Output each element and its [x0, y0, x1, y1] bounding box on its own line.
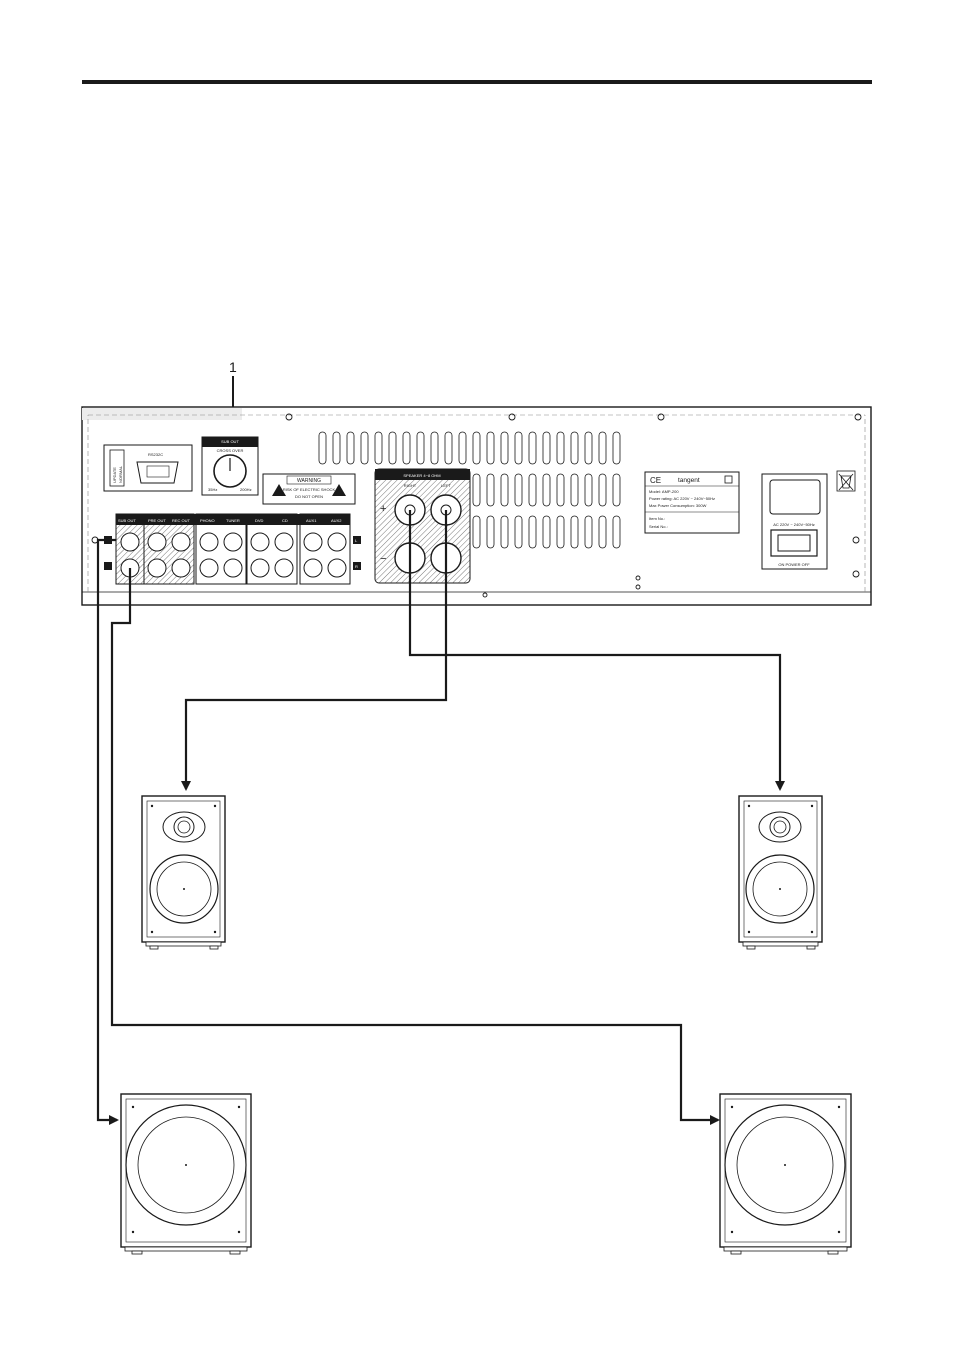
speaker-title: SPEAKER 4~8 OHM [403, 473, 440, 478]
brand-name: tangent [678, 477, 700, 484]
wire-left-speaker [181, 510, 448, 791]
input-label-aux2: AUX2 [331, 518, 342, 523]
max-power-text: Max Power Consumption: 300W [649, 503, 707, 508]
update-label: UPDATE [112, 467, 117, 483]
input-label-dvd: DVD [255, 518, 264, 523]
wiring [96, 510, 785, 1125]
normal-label: NORMAL [118, 465, 123, 483]
ventilation-slots [318, 431, 621, 549]
warning-line1: RISK OF ELECTRIC SHOCK [283, 487, 336, 492]
input-label-tuner: TUNER [226, 518, 240, 523]
input-label-sub-out: SUB OUT [118, 518, 136, 523]
wire-subwoofer-right [110, 568, 720, 1125]
rs232c-label: RS232C [148, 452, 163, 457]
channel-l-label: L [355, 538, 358, 543]
crossover-section: SUB OUT CROSS OVER 35Hz 200Hz [201, 436, 259, 496]
rating-label: CE tangent Model: AMP-200 Power rating: … [644, 471, 740, 534]
lightning-icon [332, 484, 346, 496]
rca-jacks[interactable] [120, 532, 347, 578]
warning-triangle-icon [272, 484, 286, 496]
input-label-phono: PHONO [200, 518, 215, 523]
double-insulation-icon [724, 475, 733, 484]
ac-label: AC 220V ~ 240V~50Hz [773, 522, 815, 527]
input-label-aux1: AUX1 [306, 518, 317, 523]
speaker-terminal-block: SPEAKER 4~8 OHM RIGHT LEFT + − [374, 468, 471, 584]
crossover-min-label: 35Hz [208, 487, 217, 492]
power-label: ON POWER OFF [778, 562, 810, 567]
item-no-text: Item No.: [649, 516, 665, 521]
speaker-right [738, 795, 823, 950]
input-label-rec-out: REC OUT [172, 518, 191, 523]
rca-input-block: SUB OUT PRE OUT REC OUT PHONO TUNER DVD … [104, 513, 361, 585]
channel-r-label: R [355, 564, 358, 569]
terminal-minus: − [380, 553, 386, 565]
ce-mark: CE [650, 476, 661, 485]
crossover-max-label: 200Hz [240, 487, 252, 492]
input-label-pre-out: PRE OUT [148, 518, 166, 523]
wire-right-speaker [408, 510, 785, 791]
warning-title: WARNING [297, 478, 321, 484]
speaker-right-label: RIGHT [404, 483, 417, 488]
amplifier-rear-panel: UPDATE NORMAL RS232C SUB OUT CROSS OVER … [81, 406, 872, 606]
warning-line2: DO NOT OPEN [295, 494, 323, 499]
callout-number: 1 [229, 359, 237, 375]
speaker-left-label: LEFT [441, 483, 451, 488]
sub-out-title: SUB OUT [221, 439, 239, 444]
serial-no-text: Serial No.: [649, 524, 668, 529]
weee-bin-icon [838, 473, 854, 491]
update-rs232c-section: UPDATE NORMAL RS232C [103, 444, 193, 492]
power-rating-text: Power rating: AC 220V ~ 240V~50Hz [649, 496, 715, 501]
crossover-title: CROSS OVER [217, 448, 244, 453]
wire-subwoofer-left [96, 538, 119, 1125]
subwoofer-left [120, 1093, 252, 1255]
power-section: AC 220V ~ 240V~50Hz ON POWER OFF [761, 470, 856, 570]
input-label-cd: CD [282, 518, 288, 523]
panel-screws [91, 413, 862, 598]
update-switch[interactable] [109, 449, 125, 487]
ac-inlet[interactable] [769, 479, 821, 515]
subwoofer-right [719, 1093, 852, 1255]
terminal-plus: + [380, 503, 386, 515]
speaker-left [141, 795, 226, 950]
warning-label: WARNING RISK OF ELECTRIC SHOCK DO NOT OP… [262, 473, 356, 505]
header-rule [82, 80, 872, 84]
rs232c-port[interactable] [136, 461, 179, 484]
model-text: Model: AMP-200 [649, 489, 679, 494]
